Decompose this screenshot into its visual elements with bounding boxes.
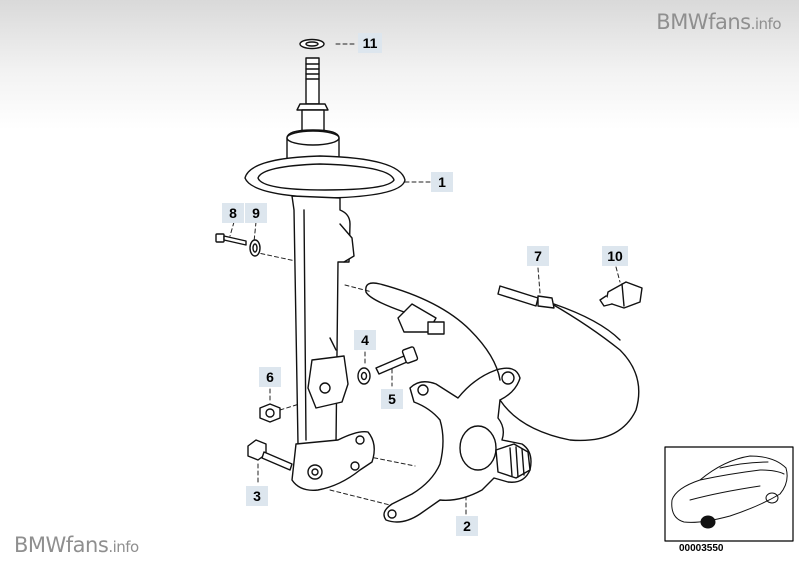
wear-sensor-cable	[365, 282, 640, 442]
leader-lines	[229, 43, 621, 515]
watermark-top: BMWfans.info	[656, 10, 781, 34]
callout-9: 9	[245, 203, 267, 223]
callout-6: 6	[259, 367, 281, 387]
callout-3: 3	[246, 486, 268, 506]
sensor-part-7	[497, 285, 621, 341]
callout-11: 11	[358, 33, 382, 53]
watermark-bottom: BMWfans.info	[14, 533, 139, 557]
callout-4: 4	[354, 330, 376, 350]
bolt-part-3	[247, 439, 293, 471]
washer-part-9	[249, 239, 261, 257]
nut-part-6	[259, 403, 281, 423]
bolt-part-8	[215, 233, 247, 246]
strut-part-1	[244, 57, 406, 491]
clip-part-10	[599, 281, 643, 309]
car-location-inset	[664, 446, 794, 542]
reference-number: 00003550	[679, 543, 724, 554]
washer-part-11	[299, 38, 325, 50]
callout-7: 7	[527, 246, 549, 266]
bolt-part-5	[375, 346, 419, 375]
washer-part-4	[357, 367, 371, 385]
callout-1: 1	[431, 172, 453, 192]
callout-5: 5	[381, 389, 403, 409]
callout-2: 2	[456, 516, 478, 536]
knuckle-part-2	[383, 367, 532, 523]
callout-8: 8	[222, 203, 244, 223]
callout-10: 10	[602, 246, 628, 266]
